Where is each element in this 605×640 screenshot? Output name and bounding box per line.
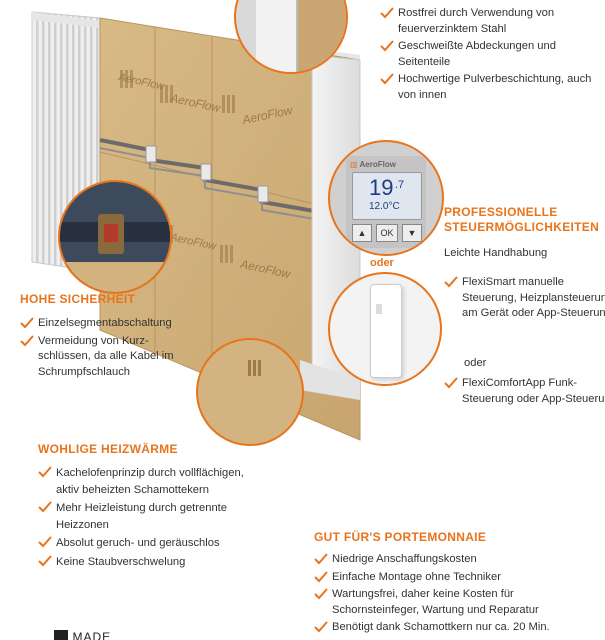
wallet-list: Niedrige Anschaffungskosten Einfache Mon… — [314, 552, 600, 638]
thermostat-device: ▥ AeroFlow 19 .7 12.0°C ▲ OK ▼ — [346, 156, 426, 248]
list-item: Rostfrei durch Verwendung von feuerverzi… — [380, 6, 600, 37]
made-square-icon — [54, 630, 68, 640]
top-features-list: Rostfrei durch Verwendung von feuerverzi… — [380, 6, 600, 105]
list-item: Kachelofenprinzip durch vollflächigen, a… — [38, 465, 268, 498]
checkmark-icon — [38, 536, 52, 548]
list-item: Geschweißte Abdeckungen und Seitenteile — [380, 39, 600, 70]
safety-list: Einzelsegmentabschaltung Vermeidung von … — [20, 316, 190, 382]
detail-circle-board — [196, 338, 304, 446]
thermostat-temp-set: 12.0°C — [369, 201, 400, 212]
control-item-flexismart: FlexiSmart manuelle Steuerung, Heizplans… — [444, 275, 605, 322]
checkmark-icon — [38, 501, 52, 513]
checkmark-icon — [20, 334, 34, 346]
thermostat-temp-decimal: .7 — [395, 179, 405, 191]
down-triangle-icon: ▼ — [407, 228, 417, 238]
list-item: Hochwertige Pulverbeschichtung, auch von… — [380, 72, 600, 103]
list-item: Mehr Heizleistung durch getrennte Heizzo… — [38, 500, 268, 533]
list-item: Niedrige Anschaffungskosten — [314, 552, 600, 568]
warmth-list: Kachelofenprinzip durch vollflächigen, a… — [38, 465, 268, 572]
thermostat-brand: AeroFlow — [359, 160, 396, 169]
thermostat-temp-main: 19 — [369, 175, 394, 200]
flexicomfort-circle — [328, 272, 442, 386]
checkmark-icon — [314, 553, 328, 565]
checkmark-icon — [380, 40, 394, 52]
thermostat-screen: 19 .7 12.0°C — [352, 172, 422, 220]
list-item: Einfache Montage ohne Techniker — [314, 570, 600, 586]
list-item: Keine Staubverschwelung — [38, 554, 268, 571]
list-item: Absolut geruch- und geräuschlos — [38, 535, 268, 552]
control-subtitle: Leichte Handhabung — [444, 247, 548, 259]
checkmark-icon — [38, 554, 52, 566]
checkmark-icon — [380, 73, 394, 85]
warmth-heading: WOHLIGE HEIZWÄRME — [38, 442, 178, 456]
made-badge: MADE — [54, 630, 111, 640]
thermostat-up-button[interactable]: ▲ — [352, 224, 372, 242]
list-item: Wartungsfrei, daher keine Kosten für Sch… — [314, 587, 600, 618]
thermostat-ok-button[interactable]: OK — [376, 224, 398, 242]
oder-label-middle: oder — [464, 357, 487, 369]
thermostat-logo-icon: ▥ — [350, 160, 358, 169]
detail-circle-cable — [58, 180, 172, 294]
up-triangle-icon: ▲ — [357, 228, 367, 238]
checkmark-icon — [20, 317, 34, 329]
safety-heading: HOHE SICHERHEIT — [20, 292, 136, 306]
checkmark-icon — [38, 466, 52, 478]
list-item: Vermeidung von Kurz-schlüssen, da alle K… — [20, 334, 190, 381]
checkmark-icon — [314, 588, 328, 600]
checkmark-icon — [444, 377, 458, 389]
thermostat-down-button[interactable]: ▼ — [402, 224, 422, 242]
thermostat-circle: ▥ AeroFlow 19 .7 12.0°C ▲ OK ▼ — [328, 140, 444, 256]
oder-label-orange: oder — [370, 257, 394, 269]
control-heading-line1: PROFESSIONELLE — [444, 205, 558, 219]
checkmark-icon — [380, 7, 394, 19]
checkmark-icon — [444, 276, 458, 288]
made-label: MADE — [72, 630, 112, 640]
checkmark-icon — [314, 570, 328, 582]
wallet-heading: GUT FÜR'S PORTEMONNAIE — [314, 530, 487, 544]
list-item: Benötigt dank Schamottkern nur ca. 20 Mi… — [314, 620, 600, 636]
control-heading-line2: STEUERMÖGLICHKEITEN — [444, 220, 600, 234]
checkmark-icon — [314, 621, 328, 633]
list-item: Einzelsegmentabschaltung — [20, 316, 190, 332]
control-item-flexicomfort: FlexiComfortApp Funk-Steuerung oder App-… — [444, 376, 605, 407]
